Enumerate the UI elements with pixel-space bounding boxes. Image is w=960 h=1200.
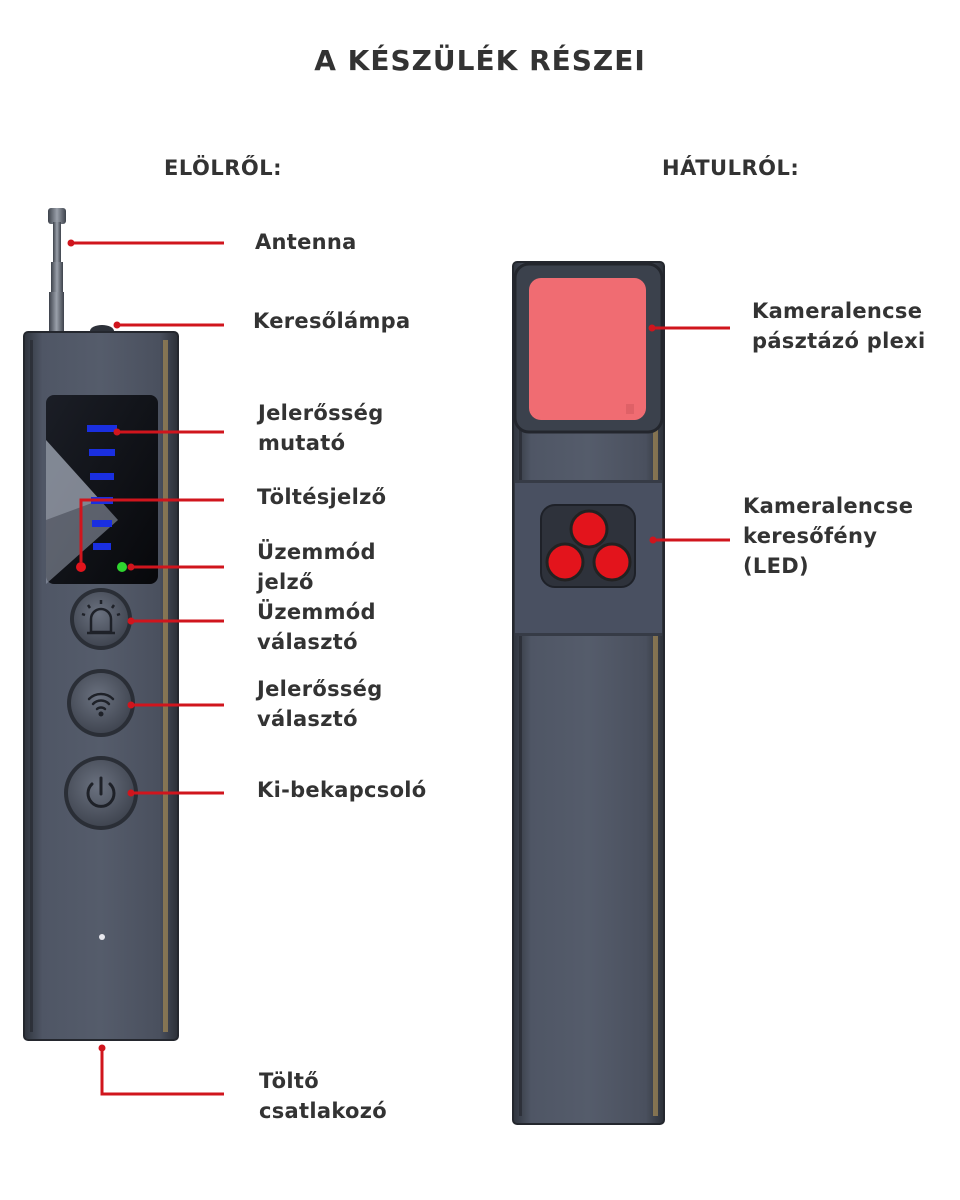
power-icon — [86, 776, 116, 808]
wifi-icon — [87, 692, 115, 711]
microphone-hole — [99, 934, 105, 940]
leader-dots — [67, 239, 657, 1052]
power-button — [64, 756, 138, 830]
label-signal-selector: Jelerősség választó — [257, 677, 383, 731]
back-gold-trim — [653, 270, 658, 1116]
lens-filter-plexi — [529, 278, 646, 420]
back-device — [512, 261, 665, 1125]
signal-selector-button — [67, 669, 135, 737]
label-signal-indicator: Jelerősség mutató — [258, 401, 384, 455]
signal-bar-2 — [89, 449, 115, 456]
back-heading: HÁTULRÓL: — [662, 156, 800, 180]
alarm-icon — [81, 600, 121, 635]
front-gold-trim — [163, 340, 168, 1032]
mode-selector-button — [70, 588, 132, 650]
infrared-led-right — [592, 542, 632, 582]
infrared-led-left — [545, 542, 585, 582]
label-antenna: Antenna — [255, 230, 357, 254]
signal-bar-6 — [93, 543, 111, 550]
label-lens-filter: Kameralencse pásztázó plexi — [752, 299, 926, 353]
front-device — [23, 208, 179, 1041]
label-mode-selector: Üzemmód választó — [257, 600, 376, 654]
leader-charge-indicator — [79, 498, 224, 562]
infrared-led-top — [569, 509, 609, 549]
charge-led — [76, 562, 86, 572]
label-power-switch: Ki-bekapcsoló — [257, 778, 427, 802]
label-lens-leds: Kameralencse keresőfény (LED) — [743, 494, 914, 578]
display-screen — [46, 395, 158, 584]
antenna-part — [48, 208, 66, 334]
back-body — [512, 261, 665, 1125]
label-mode-indicator: Üzemmód jelző — [257, 540, 376, 594]
label-charger-port: Töltő csatlakozó — [259, 1069, 388, 1123]
mode-led — [117, 562, 127, 572]
page-title: A KÉSZÜLÉK RÉSZEI — [314, 44, 646, 77]
leader-charger-port — [100, 1048, 224, 1096]
leader-lines — [71, 241, 730, 1096]
signal-bar-1 — [87, 425, 117, 432]
label-search-lamp: Keresőlámpa — [253, 309, 411, 333]
front-heading: ELÖLRŐL: — [164, 156, 283, 180]
signal-bar-3 — [90, 473, 114, 480]
signal-bar-5 — [92, 520, 112, 527]
label-charge-indicator: Töltésjelző — [257, 485, 387, 509]
